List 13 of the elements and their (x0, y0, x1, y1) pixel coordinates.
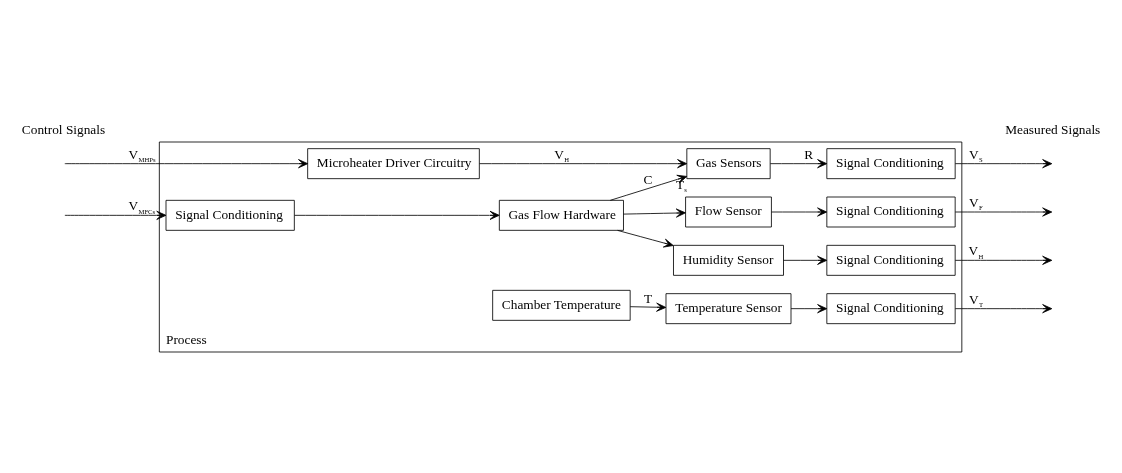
edge-label: V$_{S}$ (968, 146, 983, 163)
edge-label: R (804, 146, 814, 162)
edge-label: V$_{T}$ (968, 291, 983, 308)
edge-label: T (643, 290, 653, 306)
edge-label: C (643, 171, 653, 187)
label: Control Signals (21, 121, 106, 136)
edge-label: V$_{F}$ (968, 194, 983, 211)
node-label: T$_{s}$ (676, 176, 687, 193)
edge-label: V$_{MHPs}$ (128, 146, 156, 163)
label: Measured Signals (1005, 121, 1101, 136)
edge-label: V$_{H}$ (554, 146, 570, 163)
edge-label: V$_{MFCs}$ (128, 197, 156, 215)
edge-label: V$_{H}$ (968, 242, 984, 260)
